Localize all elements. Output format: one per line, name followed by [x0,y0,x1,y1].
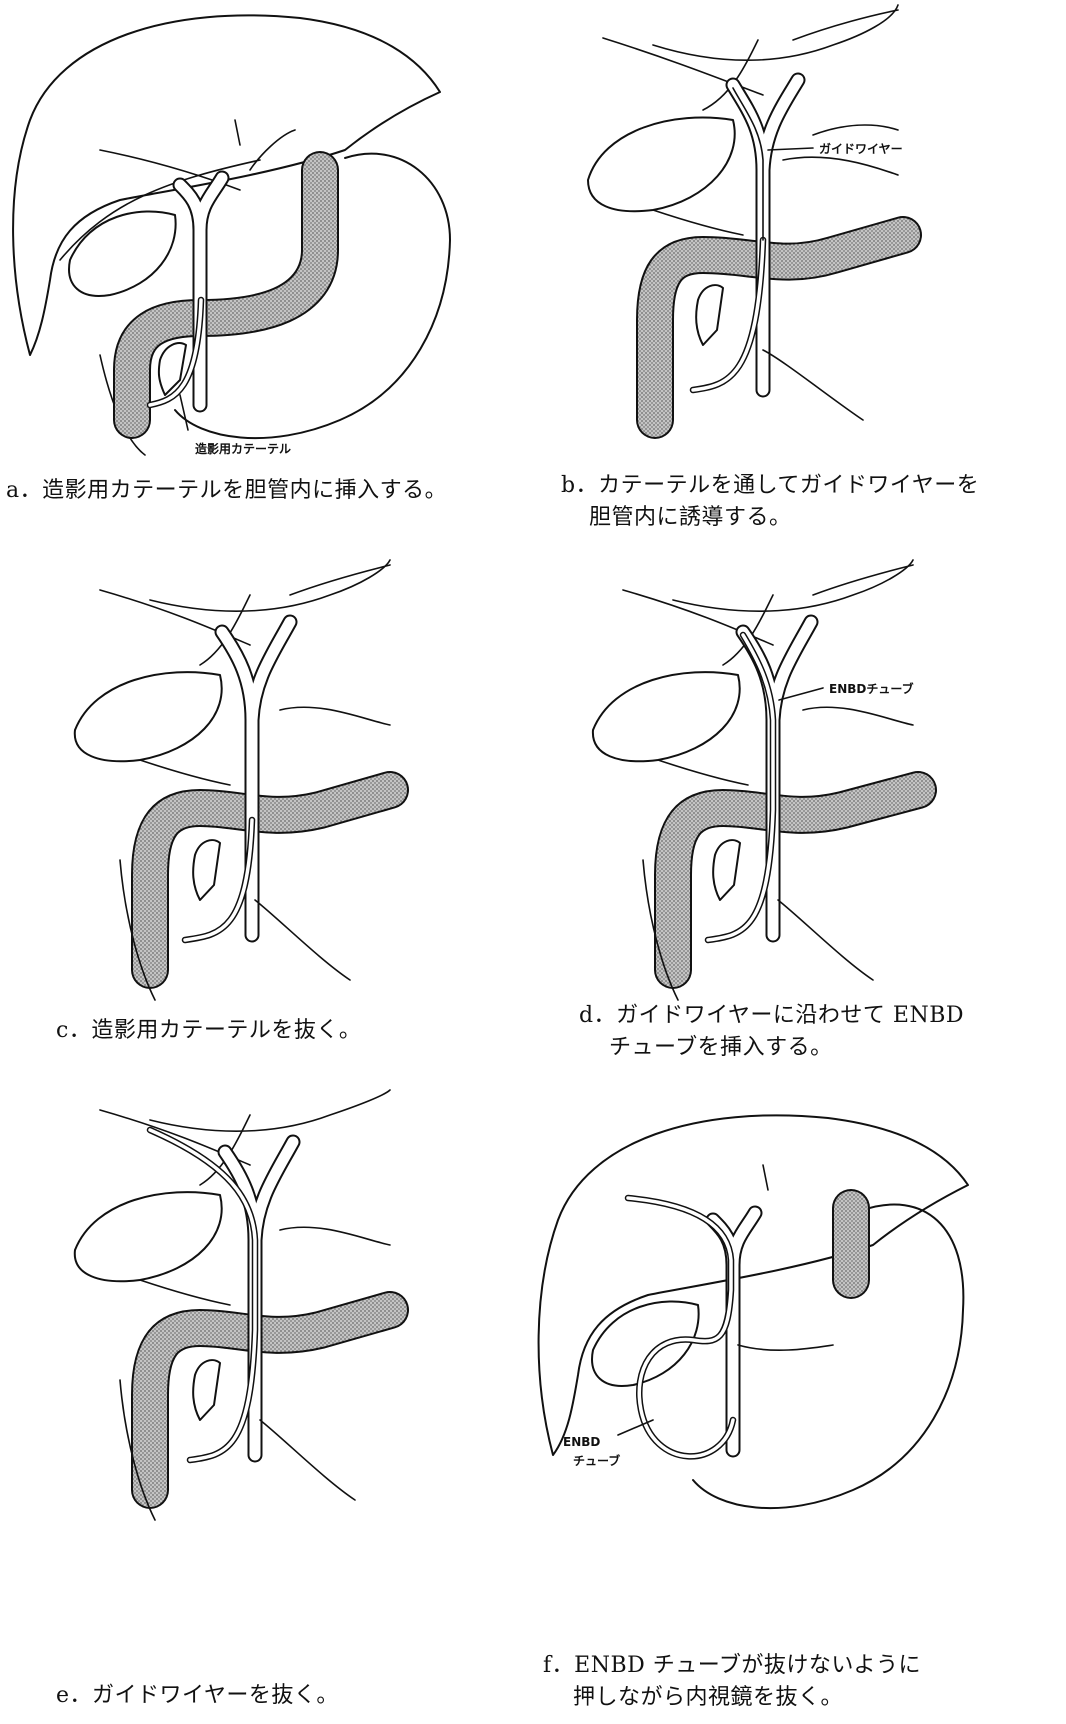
caption-f-1: f．ENBD チューブが抜けないように [543,1650,921,1682]
enbd-tube-label: ENBDチューブ [829,680,914,697]
enbd-tube [628,1198,733,1456]
caption-e: e．ガイドワイヤーを抜く。 [56,1680,339,1712]
gallbladder-outline [69,211,176,296]
panel-c: c．造影用カテーテルを抜く。 [0,560,533,1090]
liver-outline [539,1115,968,1455]
caption-b-2: 胆管内に誘導する。 [589,502,792,534]
gallbladder-outline [75,1192,222,1281]
bile-duct [185,622,290,940]
panel-f: ENBD チューブ f．ENBD チューブが抜けないように 押しながら内視鏡を抜… [533,1090,1066,1724]
diagram-f [533,1090,1066,1724]
panel-d: ENBDチューブ d．ガイドワイヤーに沿わせて ENBD チューブを挿入する。 [533,560,1066,1090]
panel-a: 造影用カテーテル a．造影用カテーテルを胆管内に挿入する。 [0,0,533,560]
caption-b-1: b．カテーテルを通してガイドワイヤーを [561,470,979,502]
panel-b: ガイドワイヤー b．カテーテルを通してガイドワイヤーを 胆管内に誘導する。 [533,0,1066,560]
caption-d-1: d．ガイドワイヤーに沿わせて ENBD [579,1000,964,1032]
guidewire-label: ガイドワイヤー [819,140,903,157]
caption-c: c．造影用カテーテルを抜く。 [56,1015,361,1047]
gallbladder-outline [75,672,222,761]
diagram-c [0,560,533,1090]
caption-f-2: 押しながら内視鏡を抜く。 [573,1682,843,1714]
papilla-notch [713,840,740,900]
panel-e: e．ガイドワイヤーを抜く。 [0,1090,533,1724]
gallbladder-outline [593,672,740,761]
diagram-e [0,1090,533,1724]
enbd-label-2: チューブ [573,1452,620,1469]
catheter-label: 造影用カテーテル [195,440,291,457]
caption-d-2: チューブを挿入する。 [609,1032,833,1064]
bile-duct [743,622,811,935]
caption-a: a．造影用カテーテルを胆管内に挿入する。 [6,475,447,507]
papilla-notch [193,840,220,900]
gallbladder-outline [588,118,735,212]
portal-line [60,160,260,260]
papilla-notch [696,285,723,345]
bile-duct [180,178,222,405]
papilla-notch [193,1360,220,1420]
gallbladder-outline [592,1301,699,1386]
enbd-label-1: ENBD [563,1435,600,1449]
